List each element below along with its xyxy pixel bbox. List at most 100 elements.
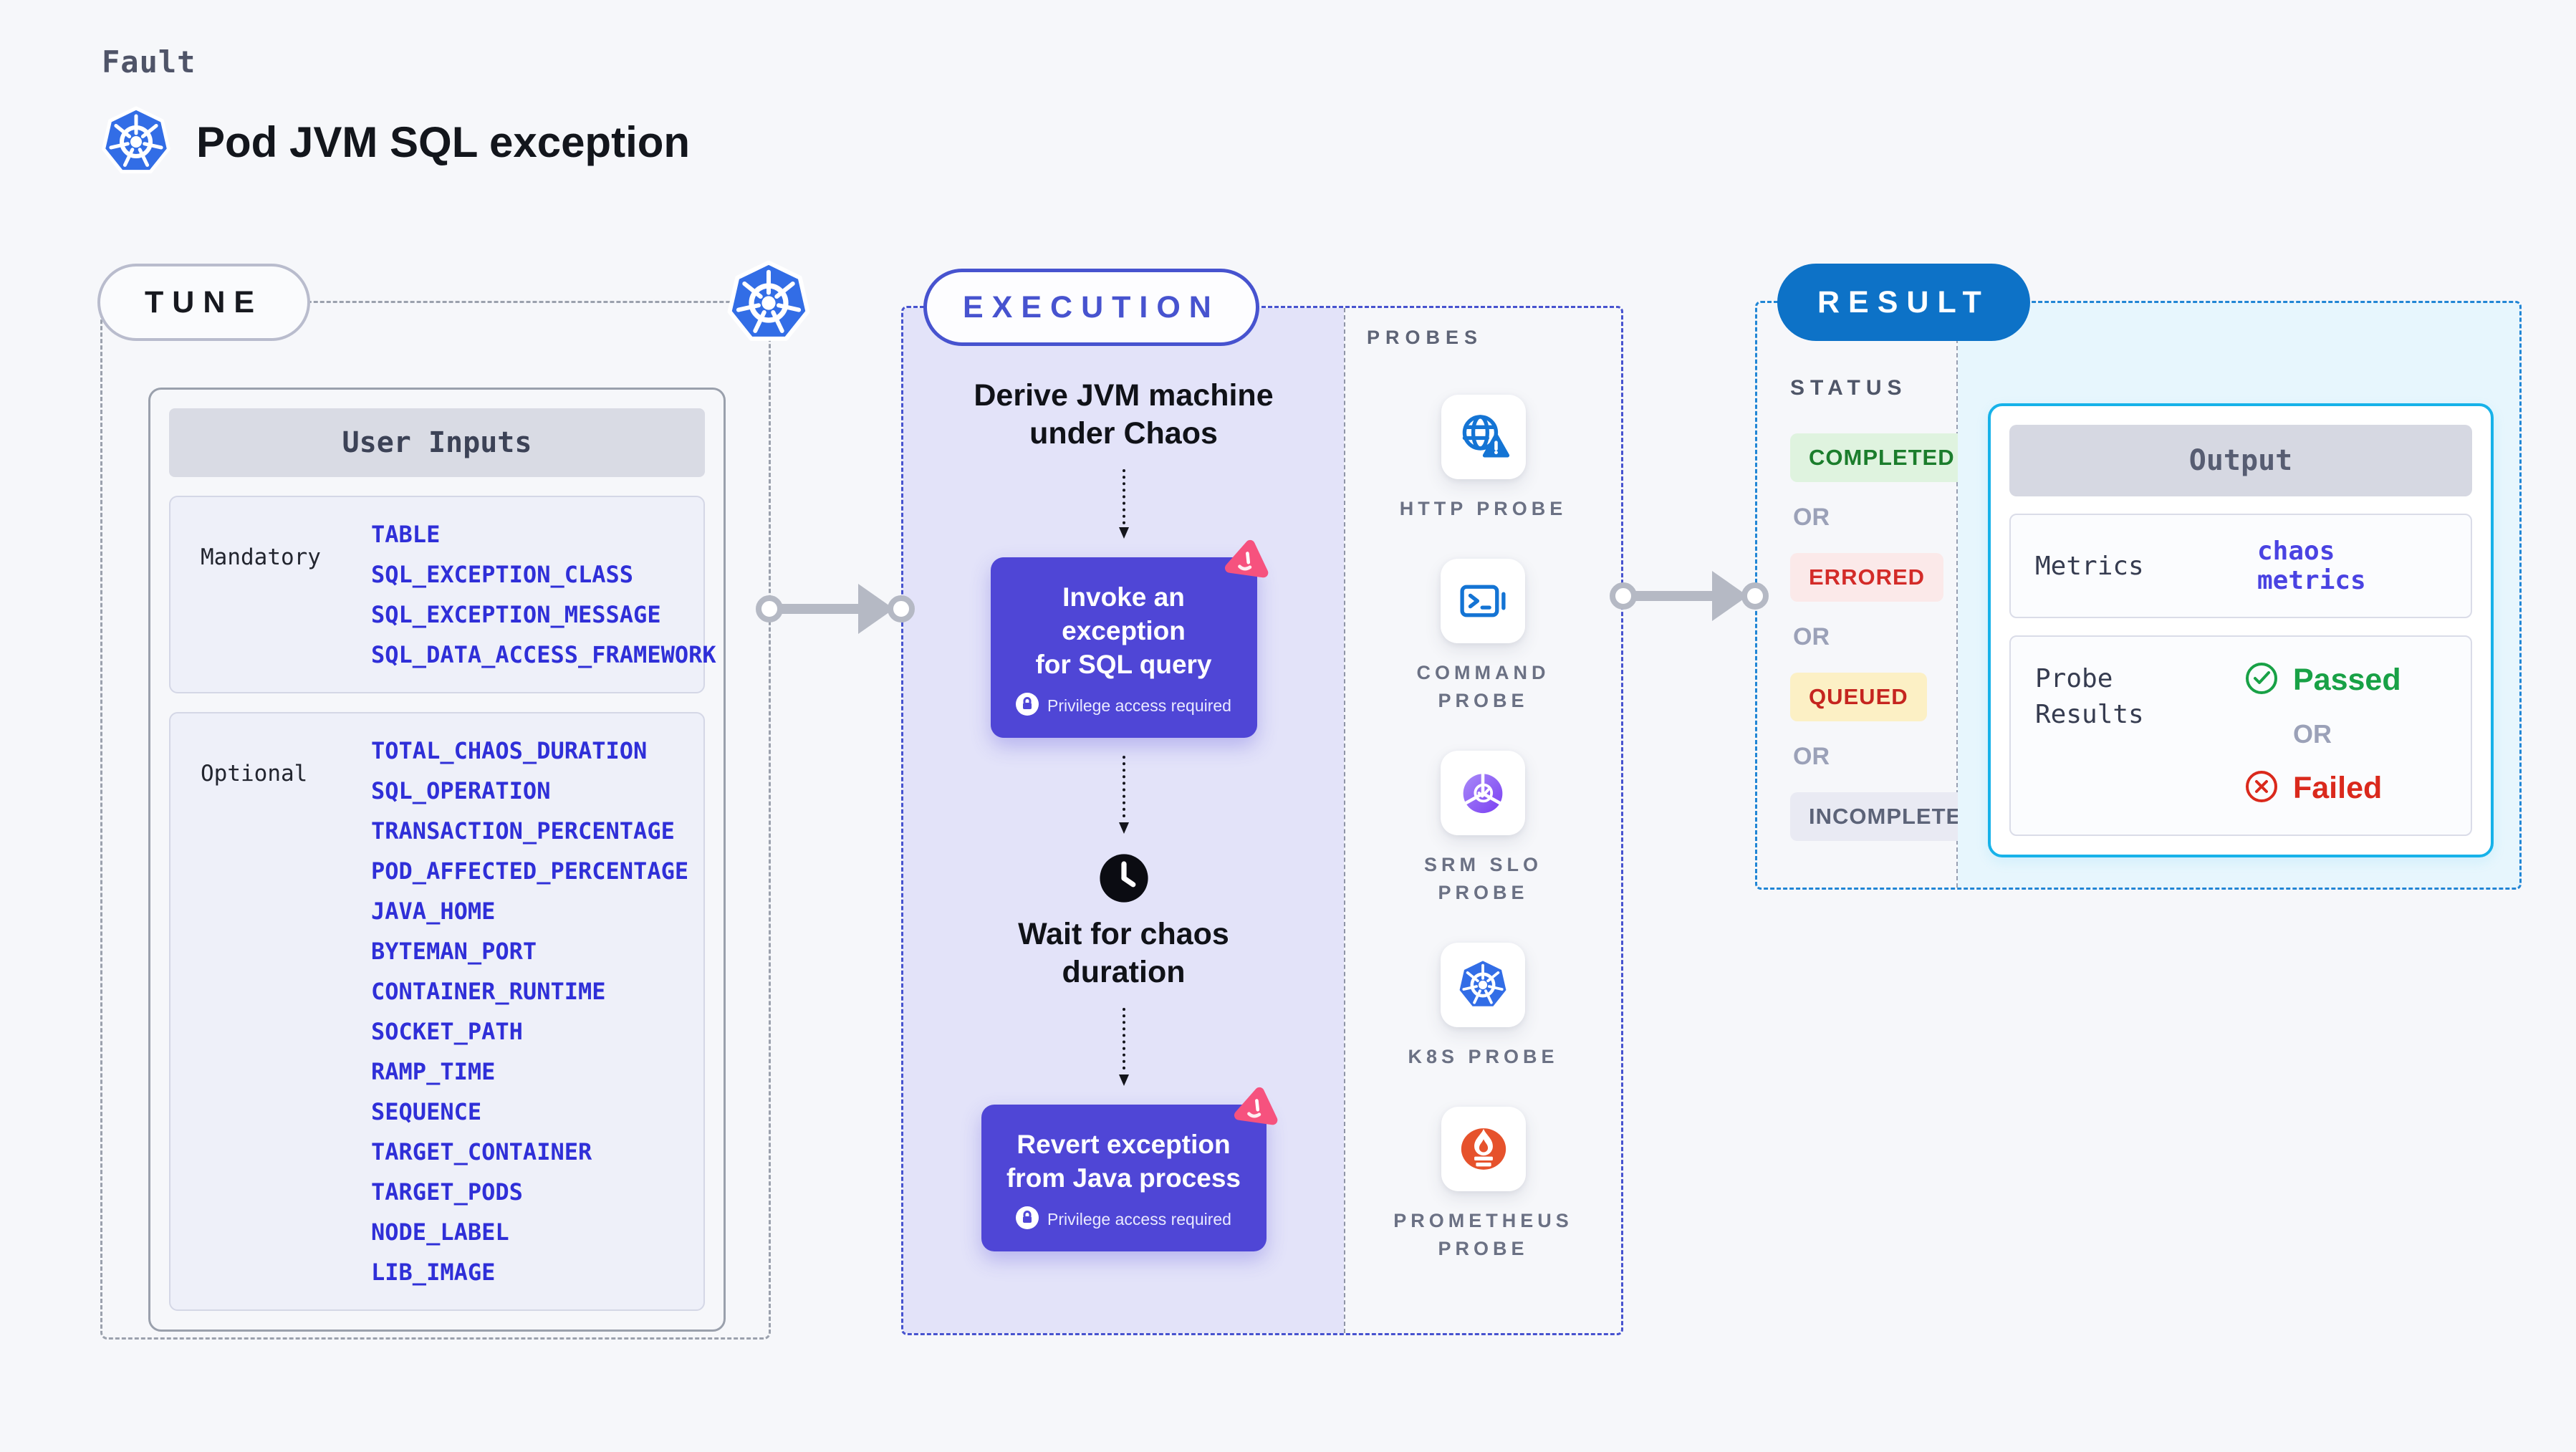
execution-section: EXECUTION Derive JVM machine under Chaos… xyxy=(901,269,1623,1335)
lock-icon xyxy=(1016,693,1039,719)
k8s-probe: K8S PROBE xyxy=(1408,943,1558,1071)
execution-flow: Derive JVM machine under Chaos Invoke an… xyxy=(903,308,1344,1333)
user-inputs-table: User Inputs Mandatory TABLE SQL_EXCEPTION_… xyxy=(148,388,726,1332)
param-item: RAMP_TIME xyxy=(371,1058,496,1085)
execution-to-result-arrow xyxy=(1610,571,1769,621)
param-item: NODE_LABEL xyxy=(371,1218,509,1246)
output-card: Output Metrics chaos metrics Probe Resul… xyxy=(1988,403,2494,857)
status-badge-queued: QUEUED xyxy=(1790,673,1927,721)
slo-chart-icon xyxy=(1456,766,1510,820)
metrics-row: Metrics chaos metrics xyxy=(2009,514,2472,618)
or-separator: OR xyxy=(1793,743,1830,770)
lock-icon xyxy=(1016,1206,1039,1233)
result-section: RESULT STATUS COMPLETED OR ERRORED OR QUEUED… xyxy=(1755,264,2522,890)
param-list: TABLE SQL_EXCEPTION_CLASS SQL_EXCEPTION_ME… xyxy=(371,514,716,675)
metrics-label: Metrics xyxy=(2035,551,2144,581)
k8s-probe-card xyxy=(1441,943,1526,1027)
wait-step-label: Wait for chaos duration xyxy=(1018,917,1229,989)
privilege-note: Privilege access required xyxy=(1008,693,1240,719)
privilege-note: Privilege access required xyxy=(999,1206,1249,1233)
user-inputs-row-optional: Optional TOTAL_CHAOS_DURATION SQL_OPERATIO… xyxy=(169,712,705,1311)
status-label: STATUS xyxy=(1790,376,1908,400)
result-section-label: RESULT xyxy=(1777,264,2030,341)
output-header: Output xyxy=(2009,425,2472,496)
param-item: SEQUENCE xyxy=(371,1098,482,1125)
http-probe-card xyxy=(1441,395,1526,479)
probe-results-label: Probe Results xyxy=(2035,664,2144,729)
http-probe: HTTP PROBE xyxy=(1400,395,1567,523)
param-item: TOTAL_CHAOS_DURATION xyxy=(371,737,648,764)
x-circle-icon xyxy=(2244,769,2279,807)
page-title: Pod JVM SQL exception xyxy=(196,117,691,166)
status-badge-completed: COMPLETED xyxy=(1790,433,1974,482)
derive-step-label: Derive JVM machine under Chaos xyxy=(974,378,1274,451)
probe-results-values: Passed OR Failed xyxy=(2244,661,2401,807)
param-item: SQL_EXCEPTION_CLASS xyxy=(371,561,634,588)
param-item: LIB_IMAGE xyxy=(371,1259,496,1286)
row-label: Optional xyxy=(201,761,308,787)
param-list: TOTAL_CHAOS_DURATION SQL_OPERATION TRANSAC… xyxy=(371,731,703,1292)
clock-icon xyxy=(1095,850,1153,907)
param-item: SQL_OPERATION xyxy=(371,777,551,804)
passed-line: Passed xyxy=(2244,661,2401,699)
param-item: TARGET_PODS xyxy=(371,1178,523,1206)
invoke-step-label: Invoke an exception for SQL query xyxy=(1035,582,1212,679)
tune-section: TUNE User Inputs Mandatory TABLE SQL_EXCEP… xyxy=(97,260,810,1340)
kubernetes-icon xyxy=(100,106,172,178)
fault-kicker: Fault xyxy=(102,44,196,80)
globe-alert-icon xyxy=(1456,410,1511,464)
tune-section-label: TUNE xyxy=(97,264,311,341)
terminal-icon xyxy=(1456,574,1510,628)
flow-arrow-down-icon xyxy=(1118,469,1129,539)
user-inputs-row-mandatory: Mandatory TABLE SQL_EXCEPTION_CLASS SQL_EXC… xyxy=(169,496,716,693)
status-badge-errored: ERRORED xyxy=(1790,553,1944,602)
or-separator: OR xyxy=(1793,623,1830,650)
failed-line: Failed xyxy=(2244,769,2401,807)
revert-exception-step: Revert exception from Java process Privi… xyxy=(981,1087,1277,1251)
or-separator: OR xyxy=(2293,719,2332,749)
output-panel: Output Metrics chaos metrics Probe Resul… xyxy=(1958,303,2519,888)
metrics-value: chaos metrics xyxy=(2257,537,2366,595)
kubernetes-icon xyxy=(1456,958,1510,1012)
prometheus-probe-card xyxy=(1441,1107,1526,1191)
param-item: TRANSACTION_PERCENTAGE xyxy=(371,817,675,845)
litmus-chaos-icon xyxy=(1230,1082,1284,1135)
user-inputs-rows: Mandatory TABLE SQL_EXCEPTION_CLASS SQL_EXC… xyxy=(169,496,716,1311)
or-separator: OR xyxy=(1793,504,1830,531)
param-item: BYTEMAN_PORT xyxy=(371,938,537,965)
litmus-chaos-icon xyxy=(1221,534,1274,588)
param-item: TABLE xyxy=(371,521,441,548)
failed-label: Failed xyxy=(2293,771,2383,805)
revert-step-label: Revert exception from Java process xyxy=(1006,1130,1241,1193)
user-inputs-header: User Inputs xyxy=(169,408,705,477)
page-header: Pod JVM SQL exception xyxy=(100,106,690,178)
row-label: Mandatory xyxy=(201,544,321,570)
command-probe-card xyxy=(1441,559,1526,643)
flow-arrow-down-icon xyxy=(1118,1008,1129,1086)
k8s-probe-label: K8S PROBE xyxy=(1408,1046,1559,1067)
param-item: JAVA_HOME xyxy=(371,898,496,925)
http-probe-label: HTTP PROBE xyxy=(1399,498,1567,519)
param-item: POD_AFFECTED_PERCENTAGE xyxy=(371,857,689,885)
passed-label: Passed xyxy=(2293,663,2401,697)
invoke-exception-step: Invoke an exception for SQL query Privil… xyxy=(990,539,1268,738)
execution-section-label: EXECUTION xyxy=(923,269,1259,346)
param-item: CONTAINER_RUNTIME xyxy=(371,978,606,1005)
kubernetes-icon xyxy=(726,260,812,346)
param-item: SQL_EXCEPTION_MESSAGE xyxy=(371,601,661,628)
tune-to-execution-arrow xyxy=(756,584,915,634)
probe-results-row: Probe Results Passed OR xyxy=(2009,635,2472,836)
prometheus-icon xyxy=(1456,1122,1511,1176)
check-circle-icon xyxy=(2244,661,2279,699)
